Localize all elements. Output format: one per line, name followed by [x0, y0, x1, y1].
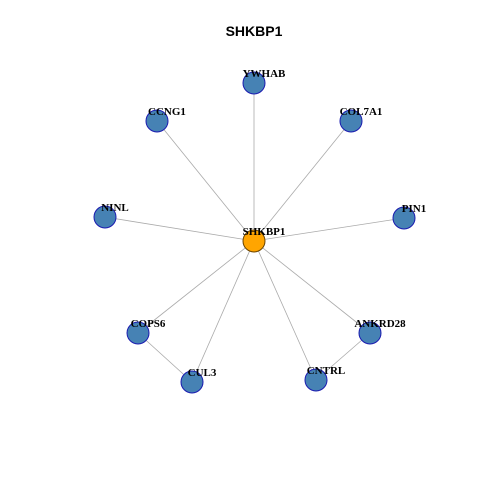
node-label-shkbp1: SHKBP1	[243, 226, 286, 238]
node-label-cops6: COPS6	[131, 318, 166, 330]
edge-shkbp1-pin1	[253, 217, 405, 242]
edge-shkbp1-ccng1	[156, 120, 255, 242]
node-ninl	[93, 205, 117, 229]
edges-layer	[104, 83, 405, 383]
node-label-ninl: NINL	[101, 202, 129, 214]
edge-cops6-cul3	[137, 332, 193, 383]
node-label-col7a1: COL7A1	[340, 106, 383, 118]
node-ankrd28	[358, 321, 382, 345]
diagram-title: SHKBP1	[226, 23, 283, 39]
node-ywhab	[242, 71, 266, 95]
node-cul3	[180, 370, 204, 394]
node-label-cntrl: CNTRL	[307, 365, 346, 377]
node-cops6	[126, 321, 150, 345]
node-label-pin1: PIN1	[402, 203, 426, 215]
node-cntrl	[304, 368, 328, 392]
edge-shkbp1-cul3	[191, 240, 255, 383]
edge-shkbp1-ninl	[104, 216, 255, 242]
edge-shkbp1-col7a1	[253, 120, 352, 242]
edge-shkbp1-cops6	[137, 240, 255, 334]
edge-shkbp1-cntrl	[253, 240, 317, 381]
node-label-ccng1: CCNG1	[148, 106, 186, 118]
edge-ankrd28-cntrl	[315, 332, 371, 381]
node-shkbp1	[242, 229, 266, 253]
node-label-ankrd28: ANKRD28	[354, 318, 406, 330]
node-col7a1	[339, 109, 363, 133]
node-label-ywhab: YWHAB	[243, 68, 286, 80]
node-pin1	[392, 206, 416, 230]
edge-shkbp1-ankrd28	[253, 240, 371, 334]
node-ccng1	[145, 109, 169, 133]
node-label-cul3: CUL3	[188, 367, 217, 379]
